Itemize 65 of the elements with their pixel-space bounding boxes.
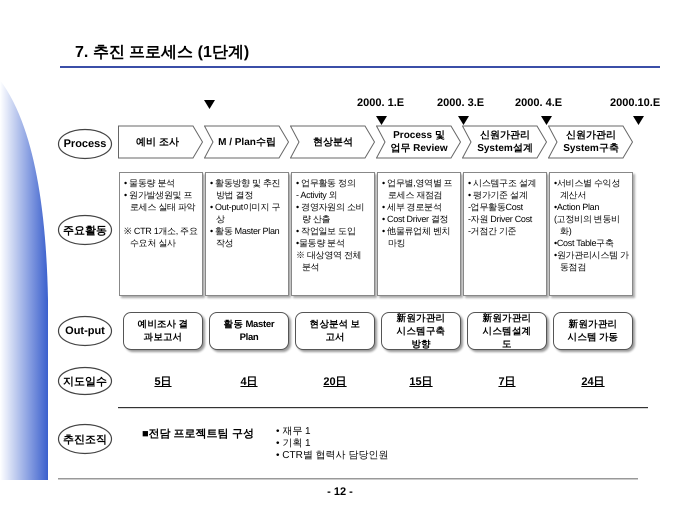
team-member-text: • 재무 1	[276, 425, 311, 438]
activity-text: • Cost Driver 결정	[382, 213, 450, 225]
activity-text: • 업무별,영역별 프로세스 재점검	[382, 177, 454, 201]
date-label: 2000. 3.E	[437, 97, 484, 109]
date-label: 2000. 4.E	[515, 97, 562, 109]
day-count: 15日	[408, 375, 434, 389]
activity-box	[205, 172, 289, 296]
activity-text: • 시스템구조 설계	[468, 177, 538, 189]
activity-text: • 물동량 분석	[124, 177, 176, 189]
day-count: 24日	[580, 375, 606, 389]
activity-box	[463, 172, 547, 296]
output-box: 활동 Master Plan	[209, 312, 289, 350]
team-member-text: • CTR별 협력사 담당인원	[276, 449, 388, 462]
day-count: 5日	[153, 375, 173, 389]
process-step-box: Process 및 업무 Review	[376, 125, 461, 159]
process-step-box: M / Plan수립	[204, 125, 289, 159]
activity-text: •Action Plan	[554, 201, 600, 213]
activity-text: • Out-put이미지 구상	[210, 201, 281, 225]
day-count: 4日	[239, 375, 259, 389]
activity-text: •서비스별 수익성 계산서	[554, 177, 621, 201]
activity-text: -업무활동Cost	[468, 201, 524, 213]
day-count: 7日	[497, 375, 517, 389]
row-header-ellipse: Process	[57, 128, 113, 160]
team-heading: ■전담 프로젝트팀 구성	[142, 427, 254, 441]
activity-text: •Cost Table구축	[554, 237, 615, 249]
process-step-box: 신원가관리 System설계	[462, 125, 547, 159]
activity-text: • 세부 경로분석	[382, 201, 442, 213]
activity-text: - Activity 외	[296, 189, 338, 201]
activity-box	[549, 172, 633, 296]
team-member-text: • 기획 1	[276, 437, 311, 450]
day-count: 20日	[322, 375, 348, 389]
activity-text: • 경영자원의 소비량 산출	[296, 201, 366, 225]
activity-box	[377, 172, 461, 296]
activity-box	[291, 172, 375, 296]
activity-text: • 활동방향 및 추진방법 결정	[210, 177, 282, 201]
activity-text: •물동량 분석	[296, 237, 346, 249]
row-header-ellipse: Out-put	[57, 315, 113, 347]
activity-text: •원가관리시스템 가동점검	[554, 249, 630, 273]
process-step-box: 예비 조사	[118, 125, 203, 159]
output-box: 新원가관리 시스템설계도	[467, 312, 547, 350]
activity-text: ※ 대상영역 전체 분석	[296, 249, 362, 273]
row-header-ellipse: 지도일수	[57, 366, 113, 396]
output-box: 新원가관리 시스템구축방향	[381, 312, 461, 350]
process-step-box: 신원가관리 System구축	[548, 125, 633, 159]
title: 7. 추진 프로세스 (1단계)	[75, 43, 250, 63]
activity-box	[119, 172, 203, 296]
date-label: 2000.10.E	[610, 97, 660, 109]
output-box: 新원가관리 시스템 가동	[553, 312, 633, 350]
activity-text: -거점간 기준	[468, 225, 518, 237]
row-header-ellipse: 추진조직	[57, 423, 113, 455]
activity-text: • 원가발생원및 프로세스 실태 파악	[124, 189, 196, 213]
output-box: 예비조사 결과보고서	[123, 312, 203, 350]
activity-text: -자원 Driver Cost	[468, 213, 534, 225]
page-number: - 12 -	[326, 486, 354, 498]
activity-text: • 평가기준 설계	[468, 189, 528, 201]
activity-text: • 작업일보 도입	[296, 225, 356, 237]
activity-text: • 업무활동 정의	[296, 177, 356, 189]
row-header-ellipse: 주요활동	[57, 214, 113, 246]
process-step-box: 현상분석	[290, 125, 375, 159]
activity-text: • 활동 Master Plan작성	[210, 225, 280, 249]
output-box: 현상분석 보고서	[295, 312, 375, 350]
activity-text: • 他물류업체 벤치마킹	[382, 225, 452, 249]
date-label: 2000. 1.E	[357, 97, 404, 109]
activity-text: (고정비의 변동비화)	[554, 213, 621, 237]
activity-text: ※ CTR 1개소, 주요 수요처 실사	[124, 225, 199, 249]
